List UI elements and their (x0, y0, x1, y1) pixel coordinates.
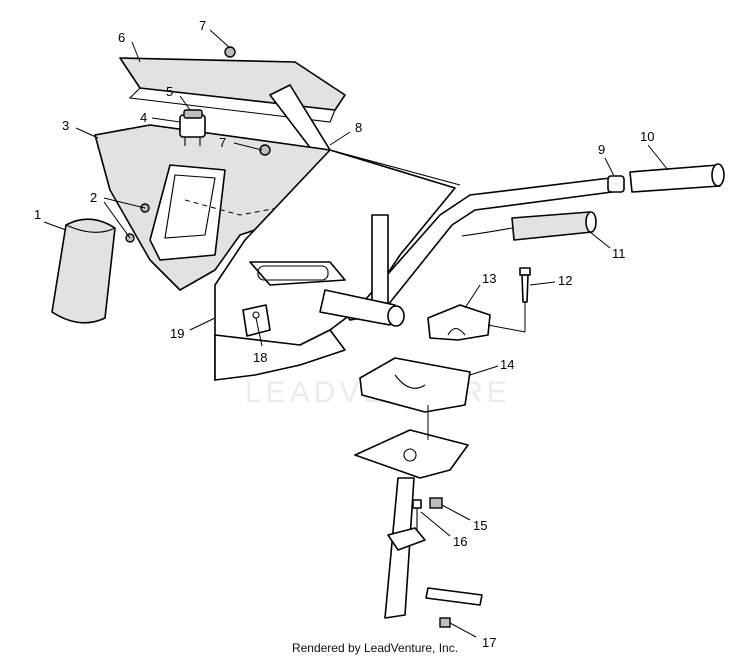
callout-7b: 7 (219, 135, 226, 150)
callout-4: 4 (140, 110, 147, 125)
callout-14: 14 (500, 357, 514, 372)
part-11-heated-grip (461, 211, 597, 241)
callout-1: 1 (34, 207, 41, 222)
callout-5: 5 (166, 84, 173, 99)
callout-18: 18 (253, 350, 267, 365)
leader-lines (43, 29, 669, 638)
callout-11: 11 (612, 246, 626, 261)
callout-2: 2 (90, 190, 97, 205)
part-14-lower-clamp (359, 357, 471, 413)
part-12-bolt (519, 267, 531, 303)
callout-13: 13 (482, 271, 496, 286)
part-13-upper-clamp (427, 302, 526, 341)
part-4-switch (179, 109, 206, 146)
part-mount-plate (354, 405, 469, 479)
part-6-top-cover (119, 57, 346, 123)
part-15-nut (429, 497, 443, 509)
part-frame-body (214, 149, 461, 381)
part-1-cover (51, 218, 116, 324)
footer-credit: Rendered by LeadVenture, Inc. (291, 641, 459, 655)
callout-15: 15 (473, 518, 487, 533)
part-9-end-cap (607, 175, 625, 193)
callout-10: 10 (640, 129, 654, 144)
callout-12: 12 (558, 273, 572, 288)
part-16-bolt (412, 499, 422, 530)
part-17-pin (425, 587, 483, 628)
part-steering-arm (387, 527, 426, 551)
callout-17: 17 (482, 635, 496, 650)
callout-6: 6 (118, 30, 125, 45)
part-10-grip (629, 163, 725, 193)
part-3-console (94, 124, 341, 291)
callout-19: 19 (170, 326, 184, 341)
part-7-screws (224, 46, 271, 156)
callout-9: 9 (598, 142, 605, 157)
callout-7a: 7 (199, 18, 206, 33)
callout-3: 3 (62, 118, 69, 133)
callout-16: 16 (453, 534, 467, 549)
callout-labels: 1 2 3 4 5 6 7 7 8 9 10 11 12 13 14 15 16… (34, 18, 654, 650)
callout-8: 8 (355, 120, 362, 135)
